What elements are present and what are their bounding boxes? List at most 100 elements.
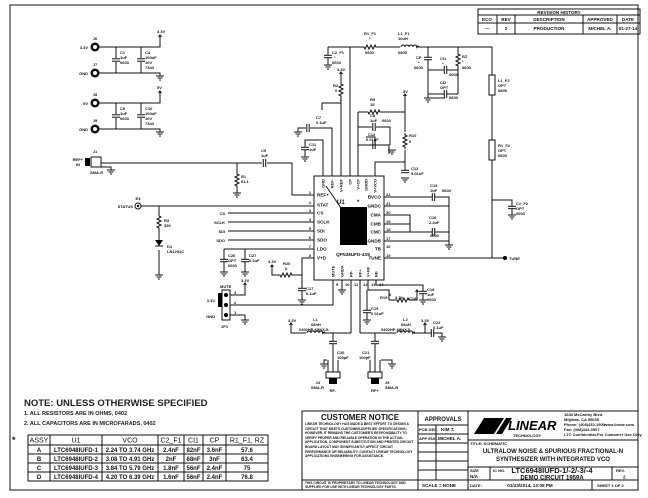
ci2-package: 0603	[449, 95, 459, 100]
rz-package: 0603	[462, 65, 472, 70]
c7-value: 0.1uF	[316, 120, 327, 125]
c18-package: 0603	[427, 297, 437, 302]
rev-eco: —	[485, 26, 490, 31]
loop-filter: R1_F1 * 0603 L1_F1 10uH 0805 C2_F1 * 060…	[323, 31, 529, 261]
u1-pin-name: TUNE	[368, 256, 381, 261]
r1-f2-package: 0603	[498, 153, 508, 158]
table-cell: 76.8	[241, 475, 253, 481]
c9-value: 1uF	[120, 111, 128, 116]
c15-ref: C15	[430, 183, 438, 188]
status-output: E3 STATUS R3 330 D1 LN1251C	[118, 196, 314, 280]
table-cell: 3.08 TO 4.91 GHz	[106, 457, 155, 463]
table-cell: 2.4nF	[163, 448, 179, 454]
net-sdi: SDI	[218, 229, 225, 234]
c4-ref: C4	[145, 50, 151, 55]
title-line-1: ULTRALOW NOISE & SPURIOUS FRACTIONAL-N	[483, 449, 623, 455]
u1-pin-number: 2	[309, 200, 312, 205]
table-cell: 56nF	[186, 466, 200, 472]
c2-f2-ref: C2_F2	[516, 201, 529, 206]
j4-type: SMA-R	[311, 385, 324, 390]
jack-j9[interactable]	[90, 124, 100, 134]
c8-package: 0603	[382, 118, 392, 123]
c20-ref: C20	[337, 350, 345, 355]
l1-f1-ref: L1_F1	[398, 31, 410, 36]
table-cell: 3.6nF	[207, 448, 223, 454]
u1-pin-number: 6	[309, 235, 312, 240]
c2-f2-package: 0603	[516, 211, 526, 216]
d1-value: LN1251C	[167, 249, 184, 254]
u1-pin-number: 12	[363, 282, 368, 287]
c20-value: 100pF	[337, 355, 349, 360]
c2-f1-value: *	[334, 55, 336, 60]
c18-value: 1uF	[427, 292, 435, 297]
r1-f1-value: *	[369, 36, 371, 41]
customer-notice-title: CUSTOMER NOTICE	[321, 413, 400, 422]
r1-ref: R1	[241, 174, 247, 179]
u1-pin-name: V+D	[317, 256, 327, 261]
table-cell: A	[37, 448, 42, 454]
jack-j7[interactable]	[90, 68, 100, 78]
l1-part-number: 0402HP-68NXJL	[299, 327, 330, 332]
c2-f1-ref: C2_F1	[332, 50, 345, 55]
cp-ref: CP	[416, 55, 422, 60]
u1-pin-number: 10	[345, 282, 350, 287]
rev-approved: MICHEL A.	[588, 26, 611, 31]
table-cell: D	[37, 475, 42, 481]
table-header: C2_F1	[160, 438, 181, 445]
jp1-title: MUTE	[220, 284, 232, 289]
u1-pin-name: V+VCO	[373, 179, 378, 193]
jp1-pin-1: 1	[234, 310, 237, 315]
c12-ref: C12	[368, 132, 376, 137]
c2-f1-package: 0603	[332, 60, 342, 65]
ci1-value: *	[442, 61, 444, 66]
table-cell: LTC6948IUFD-2	[54, 457, 99, 463]
c13-ref: C13	[411, 166, 419, 171]
sma-j4[interactable]	[325, 371, 341, 379]
c9-package: 0603	[120, 116, 130, 121]
c15-package: 0603	[442, 188, 452, 193]
r10-ref: R10	[409, 133, 417, 138]
table-cell: C	[37, 466, 42, 472]
table-header: R1_F1, RZ	[230, 438, 265, 445]
c26-package: 0603	[228, 263, 238, 268]
note-1: 1. ALL RESISTORS ARE IN OHMS, 0402	[24, 411, 127, 417]
rev-header-eco: ECO	[482, 17, 492, 22]
u1-pin-number: 21	[386, 201, 391, 206]
table-cell: 63.4	[241, 457, 253, 463]
l2-ref: L2	[403, 317, 408, 322]
address-line-2: Milpitas, CA 95035	[564, 417, 600, 422]
u1-pin-name: TB	[375, 247, 382, 252]
u1-pin-name: GNDD	[364, 179, 369, 191]
u1-pin-name: V+REF	[339, 178, 344, 192]
l1-f2-package: 0805	[498, 88, 508, 93]
sma-j5[interactable]	[367, 371, 383, 379]
c8-value: 1uF	[370, 118, 378, 123]
u1-pin-name: CMB	[371, 222, 382, 227]
table-cell: 2.4nF	[207, 475, 223, 481]
ci1-package: 0603	[449, 72, 459, 77]
r10-value: 0	[409, 139, 412, 144]
u1-pin-name: SDO	[317, 238, 327, 243]
ci2-value: OPT	[440, 85, 449, 90]
u1-pin-number: 5	[309, 226, 312, 231]
r2-rail: 3.3V	[337, 67, 346, 72]
table-header: U1	[72, 438, 81, 445]
logo-text: LINEAR	[508, 418, 557, 433]
tune-test-point[interactable]	[503, 256, 507, 260]
u1-pin-name: BB	[374, 271, 379, 277]
j9-net: GND	[79, 127, 88, 132]
rev-header-description: DESCRIPTION	[533, 17, 565, 22]
linear-technology-logo: LINEAR TECHNOLOGY	[474, 418, 557, 438]
ci2-ref: CI2	[440, 80, 447, 85]
revision-title: REVISION HISTORY	[537, 10, 580, 15]
jack-j8[interactable]	[90, 98, 100, 108]
l1-f2-value: OPT	[498, 83, 507, 88]
rev-label: REV.	[616, 468, 625, 473]
title-line-2: SYNTHESIZER WITH INTEGRATED VCO	[496, 457, 610, 463]
assy-marker: *	[12, 435, 16, 445]
jack-j6[interactable]	[90, 42, 100, 52]
c27-ref: C27	[249, 253, 257, 258]
r1-f1-ref: R1_F1	[364, 31, 377, 36]
c22-value: 0.1uF	[433, 325, 444, 330]
